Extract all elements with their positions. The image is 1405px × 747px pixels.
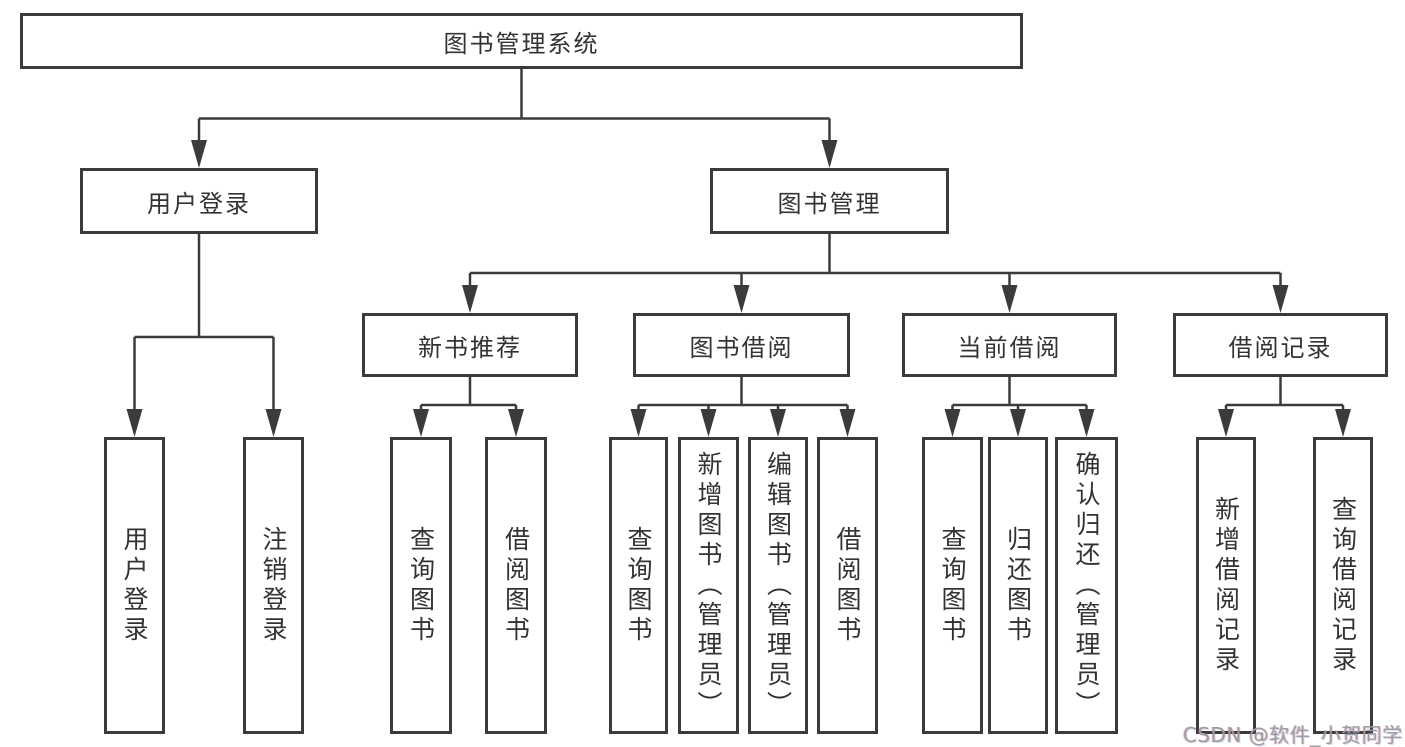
node-borrow-record-label: 借阅记录 [1228, 333, 1333, 362]
node-current-borrow-label: 当前借阅 [957, 333, 1062, 362]
leaf-borrow-books: 借阅图书 [817, 437, 878, 734]
leaf-edit-book-admin-label: 编辑图书（管理员） [763, 450, 793, 721]
leaf-borrow-books-recommend-label: 借阅图书 [501, 525, 531, 646]
node-borrow-record: 借阅记录 [1173, 313, 1388, 377]
watermark: CSDN @软件_小贺同学 [1183, 723, 1403, 747]
leaf-borrow-books-label: 借阅图书 [833, 525, 862, 646]
leaf-query-books-borrow-label: 查询图书 [624, 525, 653, 646]
leaf-return-book: 归还图书 [988, 437, 1048, 734]
node-book-management-label: 图书管理 [777, 189, 882, 218]
node-library-system: 图书管理系统 [20, 13, 1023, 69]
node-new-book-recommend-label: 新书推荐 [418, 333, 522, 362]
leaf-query-books-current: 查询图书 [922, 437, 983, 734]
leaf-query-books-recommend: 查询图书 [390, 437, 452, 734]
node-book-borrow-label: 图书借阅 [689, 333, 794, 362]
node-new-book-recommend: 新书推荐 [362, 313, 578, 377]
leaf-edit-book-admin: 编辑图书（管理员） [748, 437, 808, 734]
leaf-query-books-borrow: 查询图书 [609, 437, 668, 734]
node-user-login-label: 用户登录 [147, 189, 251, 218]
leaf-query-books-current-label: 查询图书 [938, 525, 967, 646]
node-user-login: 用户登录 [80, 168, 318, 234]
leaf-user-login-label: 用户登录 [120, 525, 149, 646]
leaf-confirm-return-admin-label: 确认归还（管理员） [1072, 450, 1101, 721]
node-book-borrow: 图书借阅 [633, 313, 850, 377]
leaf-user-login: 用户登录 [104, 437, 165, 734]
leaf-add-borrow-record-label: 新增借阅记录 [1211, 495, 1241, 676]
leaf-add-borrow-record: 新增借阅记录 [1196, 437, 1256, 734]
leaf-query-borrow-record-label: 查询借阅记录 [1328, 495, 1358, 676]
leaf-logout-label: 注销登录 [259, 525, 288, 646]
leaf-query-borrow-record: 查询借阅记录 [1313, 437, 1373, 734]
node-book-management: 图书管理 [710, 168, 949, 234]
leaf-borrow-books-recommend: 借阅图书 [485, 437, 547, 734]
node-library-system-label: 图书管理系统 [443, 29, 600, 58]
leaf-return-book-label: 归还图书 [1003, 525, 1033, 646]
leaf-query-books-recommend-label: 查询图书 [406, 525, 436, 646]
leaf-add-book-admin-label: 新增图书（管理员） [694, 450, 723, 721]
leaf-logout: 注销登录 [243, 437, 304, 734]
leaf-confirm-return-admin: 确认归还（管理员） [1055, 437, 1118, 734]
node-current-borrow: 当前借阅 [902, 313, 1117, 377]
leaf-add-book-admin: 新增图书（管理员） [678, 437, 739, 734]
